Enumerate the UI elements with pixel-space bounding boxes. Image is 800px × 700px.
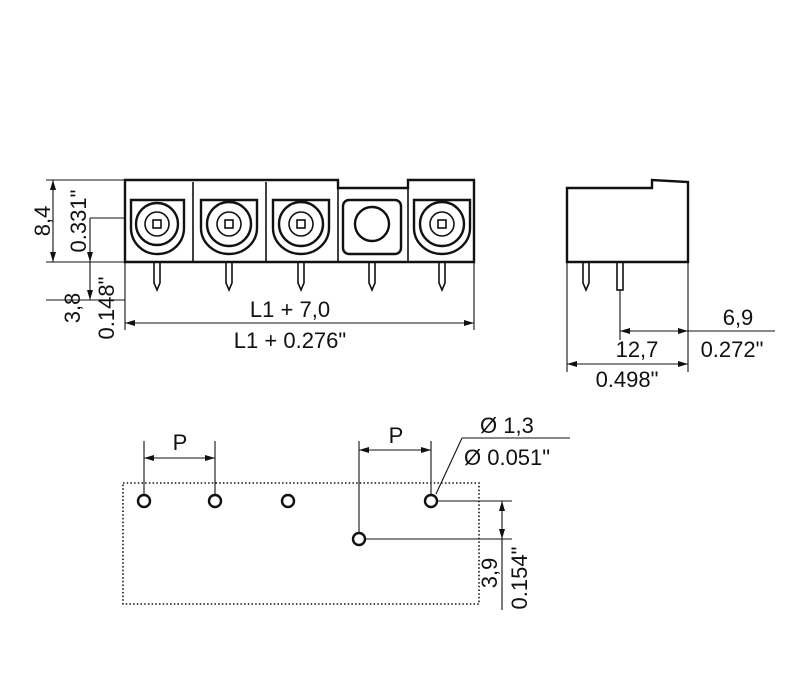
front-housing-outline	[123, 178, 476, 264]
pitch-dim-left	[143, 441, 216, 494]
dim-row-offset-in: 0.154"	[507, 547, 532, 610]
hole-diameter-in: Ø 0.051"	[464, 445, 550, 470]
empty-slot	[341, 198, 403, 256]
front-vertical-dims	[46, 179, 125, 301]
side-view: 6,9 0.272" 12,7 0.498"	[565, 178, 775, 392]
terminal-clamp-1	[129, 198, 186, 256]
terminal-clamp-4	[412, 198, 472, 256]
dim-offset-in: 0.272"	[701, 337, 764, 362]
terminal-clamp-3	[271, 198, 331, 256]
side-housing-outline	[565, 178, 690, 264]
pcb-hole	[136, 493, 152, 509]
footprint-view: P P Ø 1,3 Ø 0.051" 3,9 0.154"	[122, 413, 570, 610]
pitch-label-left: P	[173, 430, 188, 455]
dim-height-in: 0.331"	[66, 190, 91, 253]
dim-depth-in: 0.498"	[596, 367, 659, 392]
dim-depth-mm: 12,7	[616, 337, 659, 362]
hole-diameter-mm: Ø 1,3	[480, 413, 534, 438]
pitch-label-right: P	[389, 423, 404, 448]
front-length-dim	[124, 262, 475, 330]
pcb-hole	[280, 493, 296, 509]
row-offset-dim	[366, 500, 512, 610]
pcb-hole	[423, 493, 439, 509]
pitch-dim-right	[358, 441, 432, 532]
dim-offset-mm: 6,9	[723, 305, 754, 330]
terminal-clamp-2	[199, 198, 259, 256]
diameter-leader	[435, 437, 570, 495]
dim-pin-in: 0.148"	[94, 277, 119, 340]
pcb-hole	[351, 531, 367, 547]
dim-length-in: L1 + 0.276"	[234, 328, 346, 353]
front-view: 8,4 0.331" 3,8 0.148" L1 + 7,0 L1 + 0.27…	[30, 178, 476, 353]
dim-pin-mm: 3,8	[60, 293, 85, 324]
footprint-outline	[122, 482, 480, 605]
pcb-hole	[207, 493, 223, 509]
dim-length-mm: L1 + 7,0	[250, 297, 330, 322]
side-dims	[566, 262, 775, 372]
dim-row-offset-mm: 3,9	[477, 558, 502, 589]
front-pins	[153, 262, 446, 293]
dim-height-mm: 8,4	[30, 206, 55, 237]
